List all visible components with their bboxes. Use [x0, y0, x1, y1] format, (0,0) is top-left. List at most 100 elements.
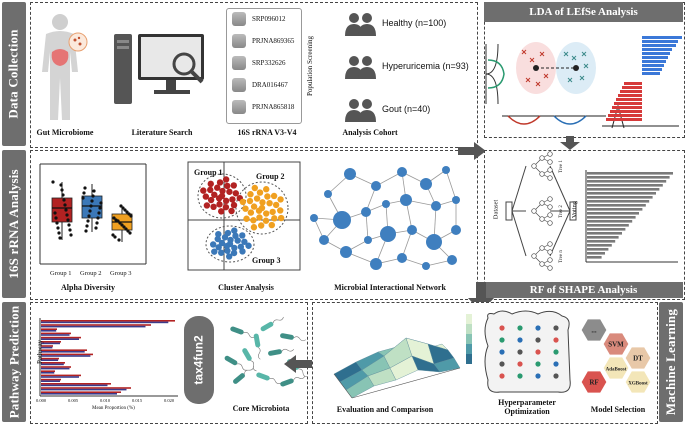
- hyperparameter-point: [499, 349, 505, 355]
- cluster-point: [257, 222, 265, 229]
- pathway-bar-control: [41, 346, 53, 349]
- arrow-ml-to-pathway: [284, 355, 312, 373]
- box-point: [62, 198, 66, 202]
- lefse-sample-cross: [583, 63, 589, 69]
- shap-bar: [587, 232, 622, 235]
- model-hexagon: [602, 356, 630, 380]
- dataset-id: SRP096012: [252, 15, 286, 23]
- pathway-bar-control: [41, 372, 55, 374]
- pathway-bar-control: [41, 384, 108, 387]
- shap-bar: [587, 176, 670, 179]
- cluster-group-label: Group 2: [256, 172, 285, 181]
- sidebar-data-collection: Data Collection: [2, 2, 26, 146]
- box-point: [54, 216, 58, 220]
- evaluation-surface-plot: [333, 314, 472, 399]
- sidebar-pathway-prediction: Pathway Prediction: [2, 302, 26, 422]
- pathway-bar-case: [41, 357, 59, 360]
- pathway-bar-case: [41, 345, 53, 347]
- pathway-bar-case: [41, 374, 81, 377]
- model-name: RF: [589, 379, 598, 387]
- box-point: [63, 203, 67, 207]
- cluster-point: [219, 187, 226, 195]
- box-point: [111, 233, 115, 237]
- microbe-flagellum: [293, 336, 306, 342]
- cluster-point: [225, 253, 233, 260]
- cluster-point: [263, 210, 270, 217]
- box-point: [60, 188, 64, 192]
- hyperparameter-point: [535, 361, 541, 367]
- box-point: [53, 211, 57, 215]
- box-point: [98, 206, 102, 210]
- cluster-point: [247, 209, 255, 216]
- box-point: [92, 189, 96, 193]
- cluster-point: [277, 207, 284, 214]
- surface-axis: [351, 367, 461, 399]
- network-node: [382, 200, 390, 208]
- lefse-bar-negative: [610, 110, 642, 113]
- cluster-point: [224, 229, 232, 237]
- hyperparameter-point: [535, 337, 541, 343]
- box-point: [91, 194, 95, 198]
- pathway-bar-control: [41, 334, 70, 336]
- lefse-bar-negative: [624, 82, 642, 85]
- box-point: [113, 235, 117, 239]
- cluster-point: [211, 191, 218, 198]
- lefse-bar-positive: [642, 72, 660, 75]
- cluster-group-label: Group 1: [194, 168, 223, 177]
- box-point: [127, 212, 131, 216]
- rf-edge: [549, 165, 571, 212]
- sidebar-pathway-label: Pathway Prediction: [6, 305, 21, 419]
- cluster-point: [239, 248, 246, 255]
- lefse-bar-positive: [642, 68, 662, 71]
- network-node: [426, 234, 442, 250]
- pathway-bar-case: [41, 332, 71, 335]
- microbe-flagellum: [244, 366, 254, 375]
- group-axis-label: Group 1: [50, 270, 72, 277]
- lefse-sample-cross: [579, 75, 585, 81]
- microbe-cell: [280, 333, 294, 340]
- pathway-bar-case: [41, 370, 55, 372]
- colorbar-cell: [466, 324, 472, 329]
- box-point: [69, 233, 73, 237]
- rf-tree-node: [547, 196, 553, 202]
- model-hexagon: [624, 370, 652, 394]
- rf-tree-node: [547, 257, 553, 263]
- lefse-sample-cross: [529, 57, 535, 63]
- lefse-bar-positive: [642, 52, 670, 55]
- hyperparameter-point: [553, 361, 559, 367]
- shap-bar: [587, 220, 633, 223]
- cluster-point: [218, 208, 225, 215]
- network-node: [442, 166, 450, 174]
- cluster-point: [228, 207, 235, 215]
- network-node: [420, 178, 432, 190]
- pathway-bar-case: [41, 391, 121, 393]
- hyperparameter-point: [553, 337, 559, 343]
- box-point: [124, 227, 128, 231]
- cohort-label: Gout (n=40): [382, 104, 431, 114]
- rf-tree-node: [539, 216, 545, 222]
- cluster-point: [207, 196, 215, 204]
- microbe-flagellum: [298, 368, 308, 378]
- hyperparameter-point: [499, 325, 505, 331]
- dataset-id: SRP332626: [252, 59, 286, 67]
- cluster-point: [231, 244, 238, 252]
- cluster-point: [271, 215, 278, 222]
- rf-tree-node: [531, 163, 537, 169]
- rf-tree-node: [547, 167, 553, 173]
- cluster-point: [215, 195, 223, 202]
- network-node: [380, 226, 396, 242]
- population-screening-label: Population Screening: [306, 35, 315, 97]
- cluster-point: [266, 199, 273, 207]
- cluster-point: [253, 195, 261, 202]
- box-point: [84, 229, 88, 233]
- cluster-point: [222, 176, 230, 183]
- network-node: [364, 236, 372, 244]
- rf-tree-node: [531, 208, 537, 214]
- rf-tree-node: [531, 253, 537, 259]
- cluster-point: [259, 199, 266, 206]
- microbe-flagellum: [243, 332, 255, 338]
- colorbar-cell: [466, 354, 472, 359]
- pathway-bar-control: [41, 388, 127, 391]
- lefse-bar-positive: [642, 36, 682, 39]
